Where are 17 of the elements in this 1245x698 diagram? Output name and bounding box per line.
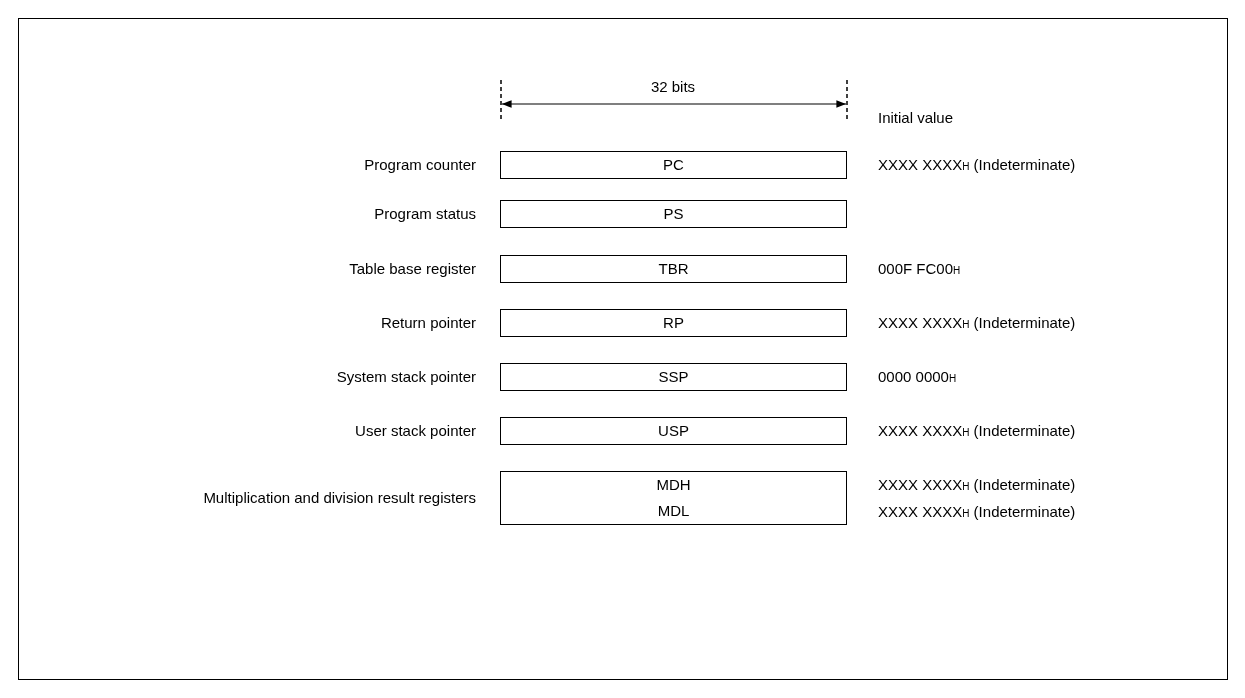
register-box: RP bbox=[500, 309, 847, 337]
register-label: User stack pointer bbox=[355, 422, 476, 439]
register-box: USP bbox=[500, 417, 847, 445]
register-box: MDL bbox=[500, 498, 847, 525]
register-box: SSP bbox=[500, 363, 847, 391]
register-label: Table base register bbox=[349, 260, 476, 277]
register-label: Return pointer bbox=[380, 314, 476, 331]
register-box: MDH bbox=[500, 471, 847, 499]
dimension-text: 32 bits bbox=[650, 78, 696, 95]
register-label: System stack pointer bbox=[336, 368, 476, 385]
register-box: PC bbox=[500, 151, 847, 179]
register-label: Multiplication and division result registers bbox=[203, 489, 476, 506]
register-label: Program status bbox=[374, 205, 476, 222]
register-label: Program counter bbox=[364, 156, 476, 173]
register-box: TBR bbox=[500, 255, 847, 283]
column-heading: Initial value bbox=[878, 109, 954, 126]
register-box: PS bbox=[500, 200, 847, 228]
